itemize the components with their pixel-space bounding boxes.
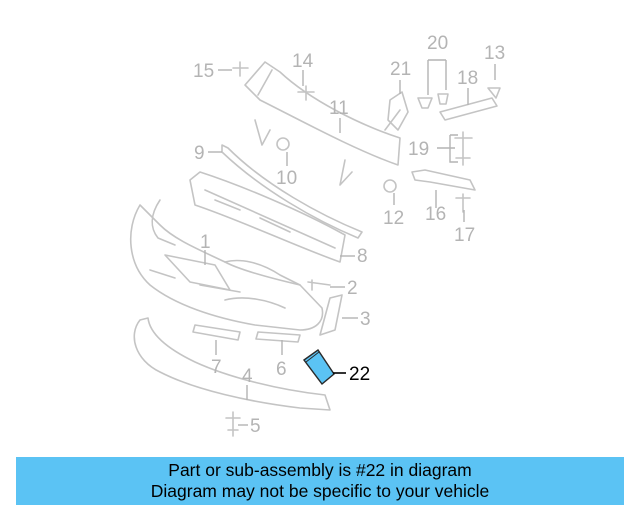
upper-trim-part [221, 144, 363, 239]
callout-8: 8 [357, 246, 368, 267]
callout-11: 11 [329, 98, 349, 119]
caption-line-1: Part or sub-assembly is #22 in diagram [168, 460, 472, 480]
tow-hook-cover-22[interactable] [303, 349, 335, 386]
callout-12: 12 [383, 208, 404, 229]
callout-13: 13 [484, 43, 505, 64]
grille-strip-6-part [255, 331, 301, 343]
callout-5: 5 [250, 416, 261, 437]
bolt-14-part [297, 85, 315, 101]
callout-3: 3 [360, 309, 371, 330]
callout-2: 2 [347, 278, 358, 299]
callout-15: 15 [193, 61, 214, 82]
callout-19: 19 [408, 139, 429, 160]
callout-21: 21 [390, 59, 411, 80]
clip-13-part [487, 87, 501, 99]
parts-diagram: 1 2 3 4 5 6 7 8 9 10 11 12 13 14 15 16 1… [129, 33, 505, 437]
bolt-2-part [307, 279, 331, 291]
bracket-18-part [439, 97, 498, 121]
callout-18: 18 [457, 68, 478, 89]
side-trim-part [319, 294, 343, 336]
lower-spoiler-part [133, 317, 331, 411]
bracket-21-part [387, 91, 409, 131]
callout-20: 20 [427, 33, 448, 54]
caption-line-2: Diagram may not be specific to your vehi… [150, 481, 490, 501]
caption-bar: Part or sub-assembly is #22 in diagram D… [16, 457, 624, 505]
callout-1: 1 [200, 232, 211, 253]
callout-10: 10 [276, 168, 297, 189]
callout-17: 17 [454, 225, 475, 246]
callout-9: 9 [194, 143, 205, 164]
bracket-16-part [411, 169, 476, 191]
callout-14: 14 [292, 51, 314, 72]
callout-6: 6 [276, 359, 287, 380]
energy-absorber-part [189, 171, 346, 263]
nut-12-part [383, 179, 397, 193]
nut-10-part [276, 137, 290, 151]
bumper-cover-part [129, 199, 324, 331]
bolt-17-part [455, 193, 471, 213]
callout-4: 4 [242, 366, 253, 387]
callout-16: 16 [425, 204, 446, 225]
bolt-19-part [454, 131, 473, 166]
bolt-5-part [225, 411, 241, 437]
grille-strip-7-part [192, 324, 241, 341]
fasteners-20-part [417, 93, 449, 109]
callout-7: 7 [211, 357, 222, 378]
callout-22-highlighted: 22 [349, 364, 370, 385]
bolt-15-part [232, 61, 249, 77]
impact-bar-part [244, 61, 401, 166]
